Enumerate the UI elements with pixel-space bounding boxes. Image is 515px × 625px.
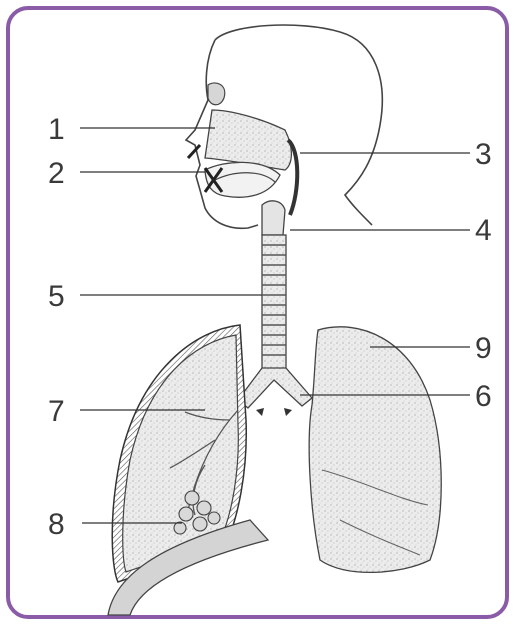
label-8: 8 <box>48 508 65 541</box>
label-2: 2 <box>48 157 65 190</box>
larynx <box>262 201 285 235</box>
label-4: 4 <box>475 214 492 247</box>
label-6: 6 <box>475 380 492 413</box>
label-3: 3 <box>475 138 492 171</box>
label-1: 1 <box>48 113 65 146</box>
trachea <box>262 235 286 370</box>
label-5: 5 <box>48 280 65 313</box>
label-9: 9 <box>475 332 492 365</box>
sinus <box>208 83 225 105</box>
label-7: 7 <box>48 395 65 428</box>
